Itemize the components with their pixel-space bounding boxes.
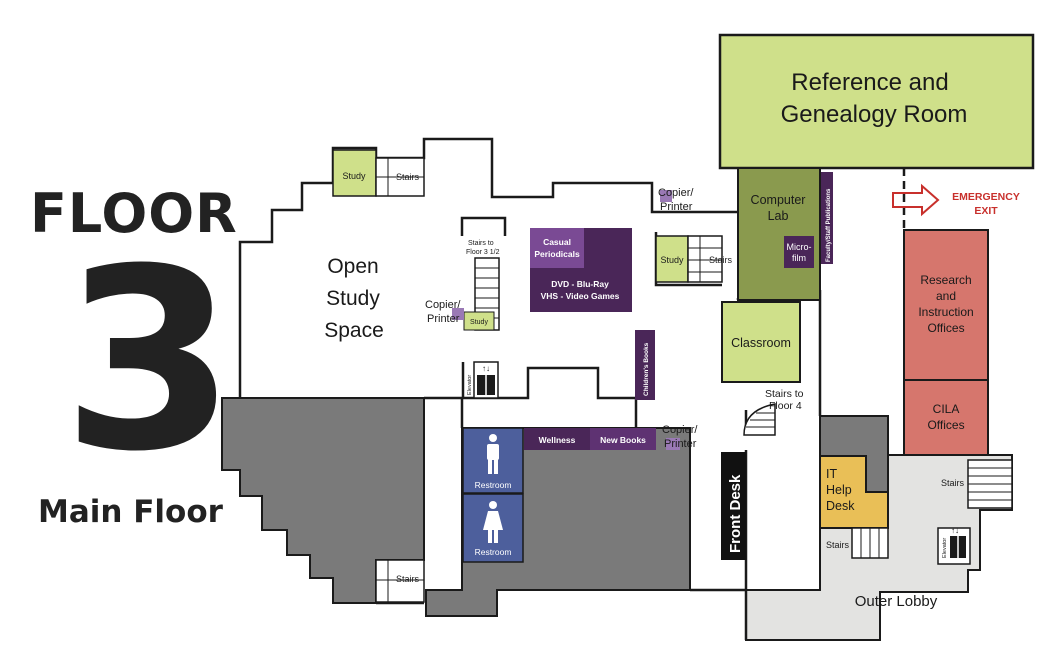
cila-label-2: Offices [927,418,964,432]
man-icon [487,434,499,474]
it-help-label-3: Desk [826,499,855,513]
elevator-center[interactable] [473,361,499,399]
stairs-half-label-1: Stairs to [468,240,494,247]
elevator-center-arrows: ↑↓ [482,364,490,373]
copier-north-label-2: Printer [660,201,693,213]
computer-lab-label-2: Lab [768,209,789,223]
it-help-desk[interactable] [819,455,889,529]
floor-subtitle: Main Floor [38,494,223,530]
childrens-books[interactable] [635,330,655,400]
stairs-lobby-east[interactable] [967,459,1013,509]
copier-north-label-1: Copier/ [658,187,694,199]
stairs-east[interactable] [687,235,723,283]
open-study-label-1: Open [327,255,378,278]
stairs-southwest-label: Stairs [396,574,420,584]
stairs-to-floor4[interactable] [743,403,776,436]
stairs-floor4-label-2: Floor 4 [769,400,802,412]
study-small-label: Study [470,319,488,326]
faculty-staff-publications[interactable] [821,172,833,264]
faculty-pubs-label: Faculty/Staff Publications [826,188,832,262]
elevator-lobby-label: Elevator [942,538,948,558]
copier-printer-west-icon[interactable] [452,308,464,320]
microfilm-label-1: Micro- [787,242,812,252]
reference-genealogy-room[interactable] [718,33,1035,170]
elevator-center-label: Elevator [467,375,473,395]
stairs-lobby-west-label: Stairs [826,540,850,550]
computer-lab[interactable] [737,167,821,301]
restroom-women-label: Restroom [475,547,512,557]
elevator-lobby[interactable] [937,527,971,565]
dvd-label-2: VHS - Video Games [541,291,620,301]
research-label-3: Instruction [918,305,973,319]
it-help-label-1: IT [826,467,837,481]
stairs-north[interactable] [375,157,425,197]
copier-south-label-1: Copier/ [662,424,698,436]
classroom[interactable] [721,301,801,383]
casual-label-1: Casual [543,237,571,247]
reference-label-2: Genealogy Room [781,101,968,128]
emergency-exit-label-2: EXIT [974,205,998,217]
emergency-exit-arrow-icon [892,183,940,217]
outer-lobby-label: Outer Lobby [855,593,938,610]
new-books-label: New Books [600,435,646,445]
childrens-books-label: Children's Books [643,342,650,396]
stairs-north-label: Stairs [396,172,420,182]
open-study-label-2: Study [326,287,380,310]
floor-number: 3 [62,215,236,506]
stairs-floor4-label-1: Stairs to [765,388,804,400]
elevator-lobby-arrows: ↑↓ [951,526,959,535]
copier-printer-north-icon[interactable] [660,190,672,202]
front-desk-label: Front Desk [727,474,744,553]
copier-west-label-2: Printer [427,313,460,325]
stairs-east-label: Stairs [709,255,733,265]
casual-periodicals[interactable] [530,228,584,268]
research-label-4: Offices [927,321,964,335]
new-books[interactable] [590,428,656,450]
it-help-label-2: Help [826,483,852,497]
cila-label-1: CILA [933,402,960,416]
research-label-1: Research [920,273,971,287]
restroom-men-label: Restroom [475,480,512,490]
reference-label-1: Reference and [791,69,948,96]
microfilm[interactable] [784,236,814,268]
wellness-label: Wellness [539,435,576,445]
interior-wall [460,216,507,236]
study-room-east[interactable] [655,235,689,283]
open-study-label-3: Space [324,319,384,342]
stairs-half-label-2: Floor 3 1/2 [466,249,500,256]
woman-icon [483,501,503,543]
stairs-lobby-east-label: Stairs [941,478,965,488]
emergency-exit-label-1: EMERGENCY [952,191,1020,203]
floor-outline-seg [424,396,464,428]
research-label-2: and [936,289,956,303]
dvd-label-1: DVD - Blu-Ray [551,279,609,289]
copier-south-label-2: Printer [664,438,697,450]
computer-lab-label-1: Computer [751,193,806,207]
floor-heading: FLOOR [30,182,238,245]
front-desk[interactable] [721,452,746,560]
study-room-small[interactable] [463,311,495,331]
stairs-southwest[interactable] [375,559,425,603]
study-north-label: Study [342,171,366,181]
wellness-collection[interactable] [524,428,590,450]
study-east-label: Study [660,255,684,265]
casual-label-2: Periodicals [534,249,580,259]
microfilm-label-2: film [792,253,806,263]
copier-west-label-1: Copier/ [425,299,461,311]
classroom-label: Classroom [731,336,791,350]
cila-offices[interactable] [903,379,989,456]
copier-printer-south-icon[interactable] [666,438,680,450]
stairs-lobby-west[interactable] [851,527,889,559]
